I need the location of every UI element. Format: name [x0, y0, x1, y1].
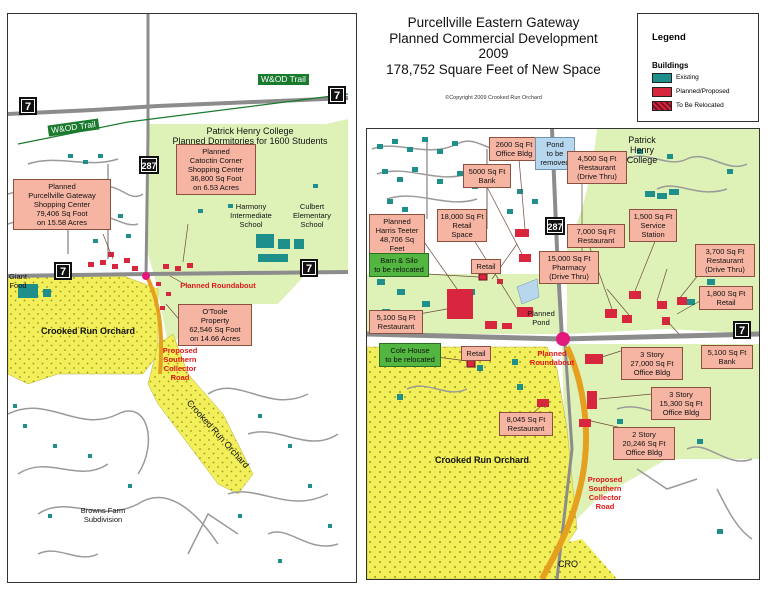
roundabout-marker	[556, 332, 570, 346]
roundabout-marker	[142, 272, 150, 280]
route-7-shield: 7	[300, 259, 318, 277]
existing-buildings	[377, 137, 735, 534]
restaurant-3700-callout: 3,700 Sq Ft Restaurant (Drive Thru)	[695, 244, 755, 277]
gateway-callout: Planned Purcellville Gateway Shopping Ce…	[13, 179, 111, 230]
barn-silo-callout: Barn & Silo to be relocated	[369, 253, 429, 277]
collector-road	[539, 345, 589, 579]
orchard-label: Crooked Run Orchard	[434, 455, 529, 465]
retail-18000-callout: 18,000 Sq Ft Retail Space	[437, 209, 487, 242]
college-label: Patrick Henry College Planned Dormitorie…	[172, 126, 328, 146]
restaurant-4500-callout: 4,500 Sq Ft Restaurant (Drive Thru)	[567, 151, 627, 184]
route-7-shield: 7	[19, 97, 37, 115]
pond-shape	[516, 278, 540, 305]
office-20246-callout: 2 Story 20,246 Sq Ft Office Bldg	[613, 427, 675, 460]
cro-label: CRO	[558, 559, 578, 569]
pharmacy-callout: 15,000 Sq Ft Pharmacy (Drive Thru)	[539, 251, 599, 284]
office-27000-callout: 3 Story 27,000 Sq Ft Office Bldg	[621, 347, 683, 380]
retail-callout: Retail	[461, 346, 491, 361]
route-7-shield: 7	[733, 321, 751, 339]
cole-house-callout: Cole House to be relocated	[379, 343, 441, 367]
route-287-shield: 287	[545, 217, 565, 235]
crooked-run-orchard-area	[8, 273, 159, 385]
legend-swatch-relocated	[652, 101, 672, 111]
copyright-text: ©Copyright 2009 Crooked Run Orchard	[445, 95, 542, 101]
roundabout-label: Planned Roundabout	[180, 281, 256, 290]
collector-road	[146, 278, 164, 375]
restaurant-7000-callout: 7,000 Sq Ft Restaurant	[567, 224, 625, 248]
route-7-road	[8, 96, 349, 116]
detail-map: 2600 Sq Ft Office Bldg Pond to be remove…	[366, 128, 760, 580]
barn-silo-building	[478, 273, 488, 281]
harmony-school-label: Harmony Intermediate School	[230, 202, 272, 229]
retail-callout: Retail	[471, 259, 501, 274]
collector-road-label: Proposed Southern Collector Road	[162, 346, 198, 382]
culbert-school-label: Culbert Elementary School	[293, 202, 331, 229]
legend: Legend Buildings Existing Planned/Propos…	[637, 13, 759, 122]
office-15300-callout: 3 Story 15,300 Sq Ft Office Bldg	[651, 387, 711, 420]
office-2600-callout: 2600 Sq Ft Office Bldg	[489, 137, 539, 161]
overview-map: 7 7 7 7 287 W&OD Trail W&OD Trail Patric…	[7, 13, 357, 583]
route-287-road	[144, 14, 150, 277]
crooked-run-orchard-strip	[147, 333, 254, 495]
legend-subtitle: Buildings	[652, 61, 689, 70]
overview-map-graphics	[8, 14, 349, 563]
retail-1800-callout: 1,800 Sq Ft Retail	[699, 286, 753, 310]
college-label: Patrick Henry College	[626, 135, 658, 165]
collector-road-label: Proposed Southern Collector Road	[587, 475, 623, 511]
catoctin-callout: Planned Catoctin Corner Shopping Center …	[176, 144, 256, 195]
leader-lines	[102, 223, 189, 325]
legend-label-relocated: To Be Relocated	[676, 102, 724, 109]
browns-farm-label: Browns Farm Subdivision	[80, 506, 126, 524]
trail-label: W&OD Trail	[258, 74, 309, 85]
bank-5000-callout: 5000 Sq Ft Bank	[463, 164, 511, 188]
otoole-callout: O'Toole Property 62,546 Sq Foot on 14.66…	[178, 304, 252, 346]
restaurant-5100-callout: 5,100 Sq Ft Restaurant	[369, 310, 423, 334]
planned-buildings	[447, 229, 687, 427]
orchard-label: Crooked Run Orchard	[40, 326, 135, 336]
legend-label-existing: Existing	[676, 74, 699, 81]
route-7-shield: 7	[328, 86, 346, 104]
route-287-shield: 287	[139, 156, 159, 174]
map-title: Purcellville Eastern Gateway Planned Com…	[386, 15, 601, 77]
legend-swatch-existing	[652, 73, 672, 83]
legend-swatch-planned	[652, 87, 672, 97]
bank-5100-callout: 5,100 Sq Ft Bank	[701, 345, 753, 369]
restaurant-8045-callout: 8,045 Sq Ft Restaurant	[499, 412, 553, 436]
service-station-callout: 1,500 Sq Ft Service Station	[629, 209, 677, 242]
harris-teeter-callout: Planned Harris Teeter 48,706 Sq Feet	[369, 214, 425, 256]
route-7-shield: 7	[54, 262, 72, 280]
legend-label-planned: Planned/Proposed	[676, 88, 730, 95]
planned-pond-label: Planned Pond	[527, 309, 555, 327]
legend-title: Legend	[652, 32, 686, 43]
trail-line	[17, 93, 349, 145]
giant-food-label: Giant Food	[9, 272, 27, 290]
crooked-run-orchard-area	[367, 346, 578, 579]
roundabout-label: Planned Roundabout	[529, 349, 575, 367]
